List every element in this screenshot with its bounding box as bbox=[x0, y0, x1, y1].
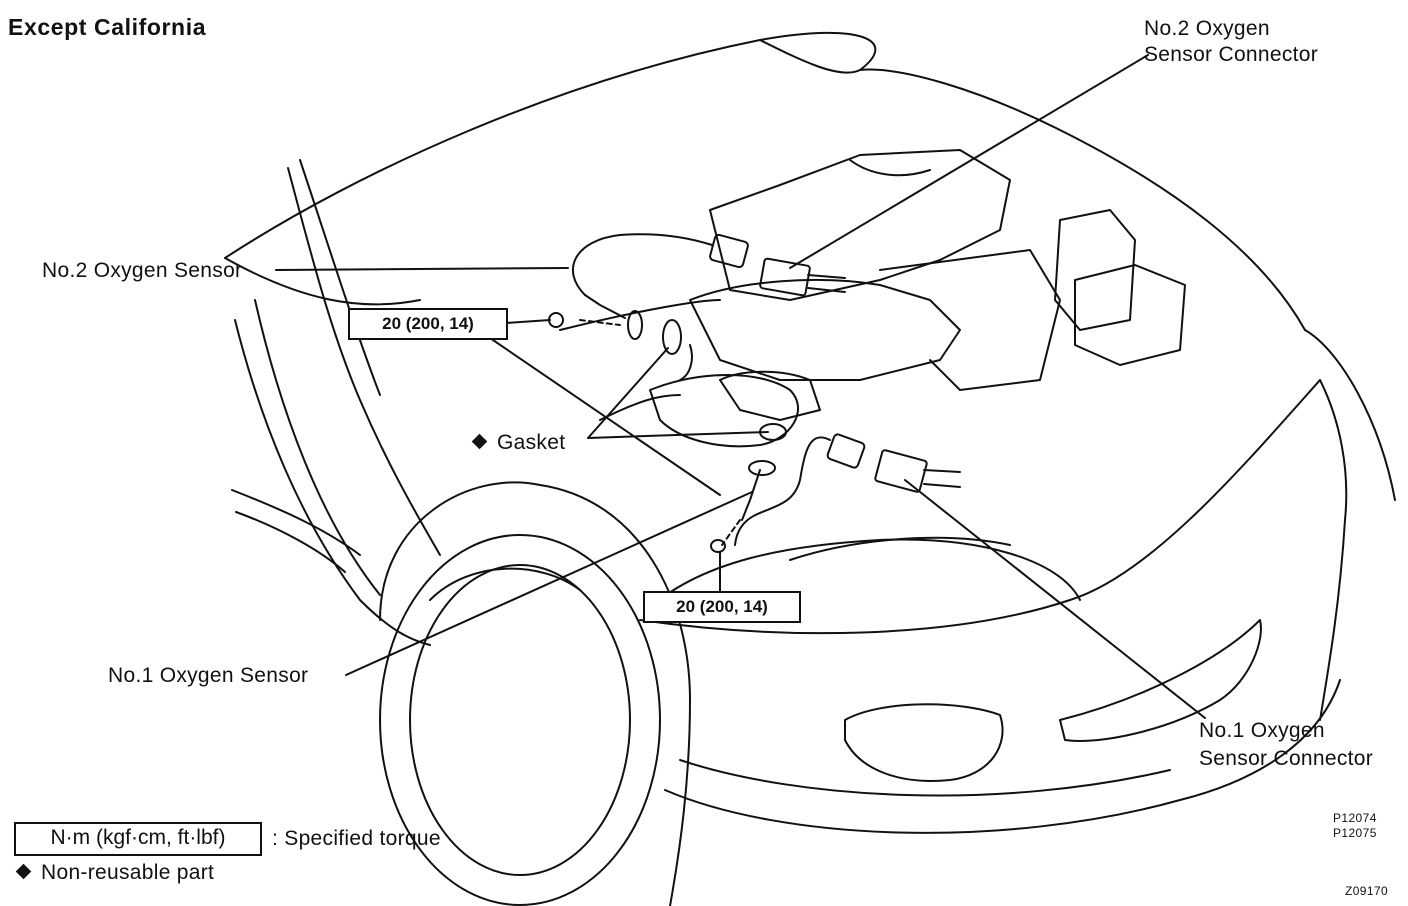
no2-connector-label-line2: Sensor Connector bbox=[1144, 43, 1319, 66]
legend-nonreusable-text: Non-reusable part bbox=[41, 861, 215, 884]
no2-sensor-label: No.2 Oxygen Sensor bbox=[42, 259, 243, 282]
a-pillar-inner bbox=[300, 160, 380, 395]
leader-no2-sensor bbox=[276, 268, 568, 270]
tire-outer bbox=[380, 535, 660, 905]
no1-connector-label-line2: Sensor Connector bbox=[1199, 747, 1374, 770]
hood-outline bbox=[225, 33, 1305, 330]
no2-sensor-flange bbox=[628, 311, 642, 339]
tire-tread bbox=[430, 569, 580, 600]
leader-no1-sensor bbox=[346, 492, 752, 675]
lower-nut bbox=[711, 540, 725, 552]
diamond-icon bbox=[471, 433, 488, 450]
upper-gasket bbox=[663, 320, 681, 354]
windshield-base-2 bbox=[236, 512, 345, 572]
fog-light bbox=[845, 704, 1003, 781]
exhaust-manifold bbox=[650, 375, 798, 446]
no1-sensor-cable bbox=[735, 437, 830, 545]
side-grille bbox=[1060, 620, 1261, 741]
figure-code: Z09170 bbox=[1345, 884, 1389, 898]
ref-code-1: P12074 bbox=[1333, 811, 1377, 825]
bumper-front bbox=[665, 680, 1340, 833]
battery-box bbox=[1055, 210, 1135, 330]
leader-upper-box bbox=[490, 338, 720, 495]
legend-nonreusable: Non-reusable part bbox=[15, 860, 215, 886]
no1-connector-label-line1: No.1 Oxygen bbox=[1199, 719, 1325, 742]
a-pillar bbox=[288, 168, 440, 555]
hood-inner-edge bbox=[225, 258, 420, 304]
bay-edge-2 bbox=[600, 395, 680, 420]
headlight-upper bbox=[790, 538, 1010, 560]
no2-connector bbox=[760, 258, 811, 296]
leader-no2-connector bbox=[790, 55, 1148, 268]
leader-upper-torque bbox=[506, 320, 550, 323]
body-right bbox=[1320, 380, 1346, 720]
bumper-top bbox=[680, 760, 1170, 795]
battery-box-2 bbox=[1075, 265, 1185, 365]
gasket-label: Gasket bbox=[471, 430, 566, 456]
leader-gasket-1 bbox=[588, 348, 668, 438]
no1-sensor-flange bbox=[749, 461, 775, 475]
upper-nut bbox=[549, 313, 563, 327]
engine-head bbox=[690, 280, 960, 380]
gasket-label-text: Gasket bbox=[497, 431, 566, 454]
lower-torque-spec: 20 (200, 14) bbox=[643, 591, 801, 623]
hood-front-edge bbox=[760, 40, 860, 73]
no1-sensor-plug bbox=[827, 433, 866, 468]
no1-sensor-body bbox=[742, 470, 760, 520]
engine-cover bbox=[720, 372, 820, 420]
diamond-icon bbox=[15, 863, 32, 880]
leader-no1-connector bbox=[905, 480, 1205, 718]
upper-torque-spec: 20 (200, 14) bbox=[348, 308, 508, 340]
leader-gasket-2 bbox=[588, 432, 768, 438]
fender-line bbox=[255, 300, 380, 595]
engine-intake bbox=[710, 150, 1010, 300]
no2-sensor-cable bbox=[573, 234, 712, 295]
fender-top bbox=[235, 320, 430, 645]
no2-sensor-body bbox=[585, 295, 625, 318]
page-title: Except California bbox=[8, 14, 207, 40]
legend-unit-box: N·m (kgf·cm, ft·lbf) bbox=[14, 822, 262, 856]
engine-side bbox=[880, 250, 1060, 390]
no2-connector-label-line1: No.2 Oxygen bbox=[1144, 17, 1270, 40]
body-lower-right bbox=[1305, 330, 1395, 500]
no1-sensor-label: No.1 Oxygen Sensor bbox=[108, 664, 309, 687]
no1-connector bbox=[875, 450, 928, 493]
engine-top-detail bbox=[850, 160, 930, 175]
legend-unit-desc: : Specified torque bbox=[272, 827, 441, 850]
windshield-base bbox=[232, 490, 360, 555]
ref-code-2: P12075 bbox=[1333, 826, 1377, 840]
nose-top bbox=[640, 380, 1320, 633]
wheel-arch bbox=[380, 482, 690, 906]
bay-edge bbox=[560, 300, 720, 330]
tire-inner bbox=[410, 565, 630, 875]
no2-sensor-plug bbox=[709, 234, 749, 268]
